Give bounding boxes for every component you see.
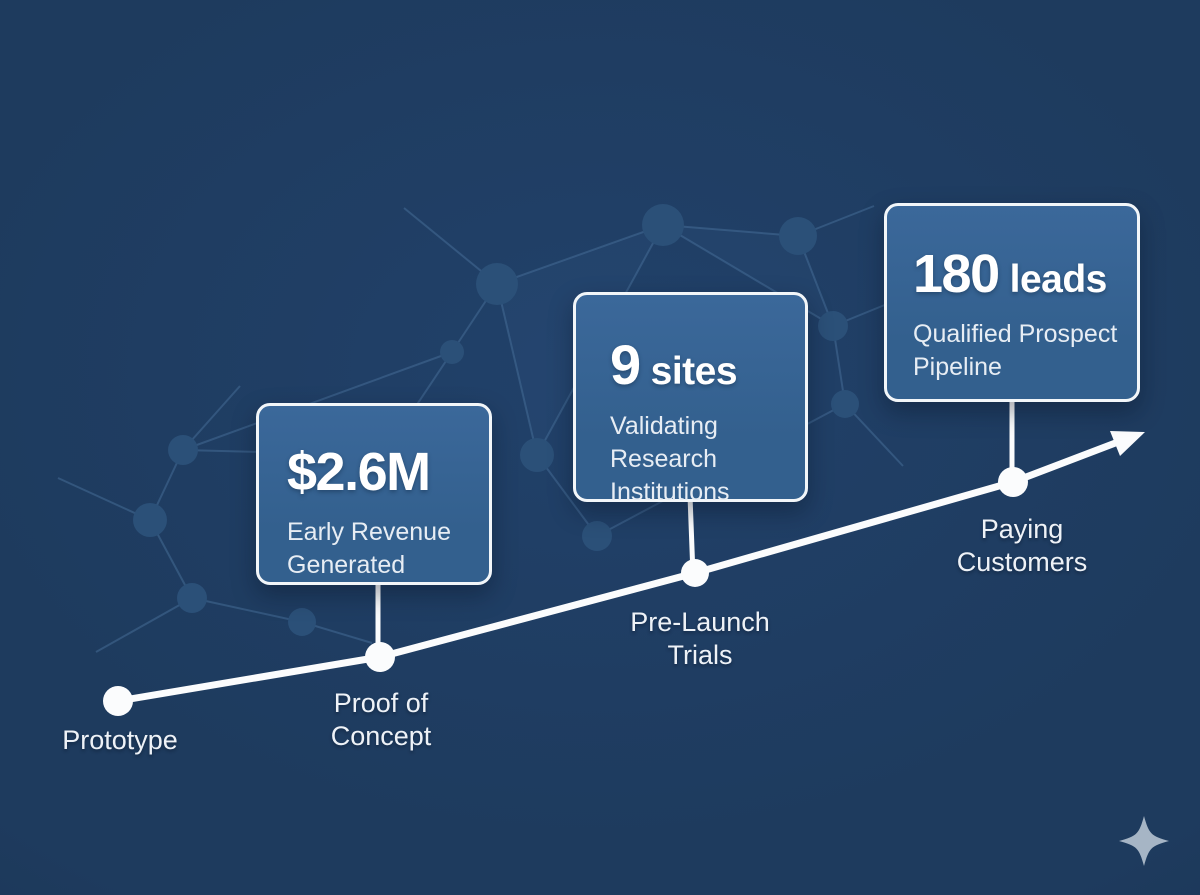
metric-unit: leads [1009, 258, 1108, 301]
sparkle-icon [1119, 816, 1169, 866]
milestone-dot-pre-launch [681, 559, 709, 587]
milestone-label-line: Proof of [333, 688, 429, 718]
milestone-dot-paying-customers [998, 467, 1028, 497]
metric-card-early-revenue: $2.6M Early Revenue Generated [256, 403, 492, 585]
milestone-label-pre-launch-trials: Pre-Launch Trials [570, 606, 830, 672]
milestone-dot-proof-of-concept [365, 642, 395, 672]
milestone-label-proof-of-concept: Proof of Concept [251, 687, 511, 753]
milestone-label-line: Prototype [62, 725, 178, 755]
metric-value: 180 [913, 244, 1000, 304]
milestone-dot-prototype [103, 686, 133, 716]
arrowhead-icon [1110, 431, 1145, 456]
description-line: Pipeline [913, 353, 1002, 381]
metric-value: 9 [610, 333, 641, 396]
metric-unit: sites [650, 350, 738, 393]
description-line: Research [610, 445, 717, 473]
milestone-label-line: Paying [980, 514, 1064, 544]
milestone-label-line: Pre-Launch [630, 607, 770, 637]
description-line: Qualified Prospect [913, 320, 1118, 348]
description-line: Institutions [610, 478, 730, 506]
metric-description: Qualified Prospect Pipeline [913, 318, 1119, 384]
metric-description: Validating Research Institutions [610, 410, 781, 509]
network-nodes [133, 204, 859, 636]
milestone-label-line: Trials [667, 640, 733, 670]
description-line: Generated [287, 551, 406, 579]
milestone-label-line: Customers [956, 547, 1088, 577]
metric-description: Early Revenue Generated [287, 516, 465, 582]
milestone-label-line: Concept [330, 721, 432, 751]
milestone-label-prototype: Prototype [0, 724, 250, 757]
description-line: Early Revenue [287, 518, 451, 546]
metric-value: $2.6M [287, 442, 431, 502]
milestone-label-paying-customers: Paying Customers [892, 513, 1152, 579]
description-line: Validating [610, 412, 718, 440]
metric-row: $2.6M [287, 441, 465, 503]
